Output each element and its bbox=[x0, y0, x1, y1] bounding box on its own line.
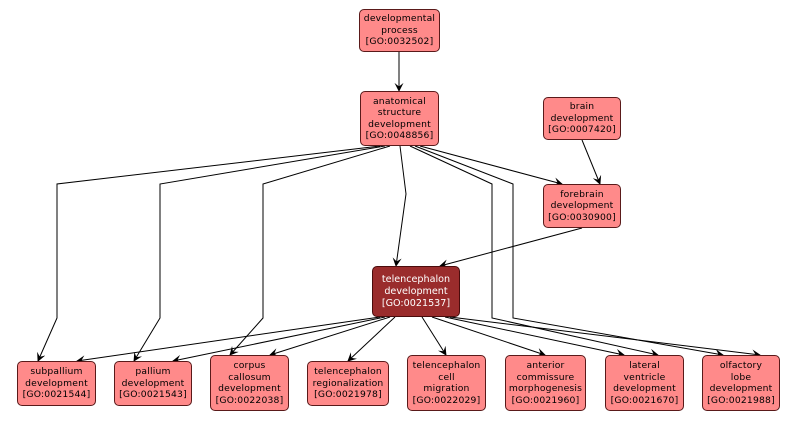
edge-GO0048856-to-GO0022038 bbox=[229, 145, 391, 356]
go-term-label-line: lateral bbox=[629, 360, 660, 371]
edge-GO0048856-to-GO0021537 bbox=[392, 145, 407, 267]
go-term-label-line: callosum bbox=[228, 371, 271, 383]
go-term-label-line: development bbox=[709, 383, 773, 394]
go-term-label-line: migration bbox=[423, 383, 470, 394]
go-term-label-line: olfactory bbox=[719, 360, 763, 371]
go-term-label-line: pallium bbox=[135, 366, 171, 378]
go-term-label-line: forebrain bbox=[560, 188, 604, 200]
go-term-label-line: development bbox=[384, 285, 448, 297]
go-term-label-line: subpallium bbox=[30, 366, 83, 378]
go-term-label-line: structure bbox=[377, 107, 422, 118]
go-term-label-line: anterior bbox=[526, 360, 565, 371]
go-term-label-line: anatomical bbox=[372, 95, 427, 107]
go-term-label-line: ventricle bbox=[623, 371, 666, 383]
go-term-label-line: process bbox=[381, 24, 418, 36]
go-term-label-line: commissure bbox=[516, 371, 575, 383]
go-term-label-line: lobe bbox=[730, 371, 752, 383]
edge-GO0048856-to-GO0021544 bbox=[37, 145, 381, 362]
edge-GO0048856-to-GO0021543 bbox=[133, 145, 386, 362]
go-term-label-line: development bbox=[550, 200, 614, 212]
go-term-id: [GO:0021978] bbox=[314, 389, 382, 401]
edge-GO0021537-to-GO0021960 bbox=[431, 316, 546, 357]
go-term-id: [GO:0021544] bbox=[22, 389, 91, 401]
go-term-id: [GO:0021670] bbox=[610, 394, 679, 406]
edge-GO0030900-to-GO0021537 bbox=[439, 227, 583, 269]
go-term-id: [GO:0021988] bbox=[707, 394, 775, 406]
edge-GO0048856-to-GO0021988 bbox=[414, 145, 724, 359]
edge-GO0021537-to-GO0022029 bbox=[421, 316, 447, 356]
go-term-label-line: corpus bbox=[233, 360, 266, 371]
edge-GO0021537-to-GO0021670 bbox=[444, 316, 625, 358]
go-term-label-line: telencephalon bbox=[412, 360, 481, 371]
go-term-id: [GO:0030900] bbox=[548, 211, 616, 223]
go-term-id: [GO:0022029] bbox=[412, 394, 481, 406]
go-term-id: [GO:0021543] bbox=[119, 389, 187, 401]
go-term-label-line: telencephalon bbox=[314, 366, 382, 378]
go-term-label-line: development bbox=[218, 383, 281, 394]
go-term-id: [GO:0021960] bbox=[511, 394, 580, 406]
go-term-label-line: development bbox=[25, 377, 88, 389]
go-term-label-line: developmental bbox=[363, 13, 436, 25]
go-term-id: [GO:0022038] bbox=[215, 394, 284, 406]
edge-GO0048856-to-GO0030900 bbox=[419, 145, 563, 187]
edge-GO0021537-to-GO0021988 bbox=[449, 316, 761, 359]
go-term-id: [GO:0048856] bbox=[365, 130, 434, 141]
go-term-label-line: development bbox=[368, 118, 431, 130]
edge-GO0007420-to-GO0030900 bbox=[581, 139, 602, 185]
go-term-label-line: development bbox=[121, 377, 185, 389]
go-term-label-line: development bbox=[613, 383, 676, 394]
edge-GO0021537-to-GO0022038 bbox=[269, 316, 391, 357]
edge-GO0021537-to-GO0021543 bbox=[172, 316, 386, 364]
go-term-label-line: development bbox=[550, 112, 614, 124]
go-term-id: [GO:0021537] bbox=[381, 297, 451, 309]
edge-GO0048856-to-GO0021670 bbox=[409, 145, 659, 358]
edge-GO0021537-to-GO0021544 bbox=[76, 316, 381, 365]
go-term-label-line: brain bbox=[569, 101, 595, 113]
go-term-label-line: regionalization bbox=[312, 377, 384, 389]
go-term-label-line: telencephalon bbox=[381, 273, 451, 285]
go-term-id: [GO:0032502] bbox=[365, 36, 434, 48]
edge-GO0021537-to-GO0021978 bbox=[347, 316, 396, 362]
go-term-label-line: cell bbox=[438, 371, 455, 383]
go-term-id: [GO:0007420] bbox=[548, 124, 616, 136]
go-term-label-line: morphogenesis bbox=[508, 383, 583, 394]
